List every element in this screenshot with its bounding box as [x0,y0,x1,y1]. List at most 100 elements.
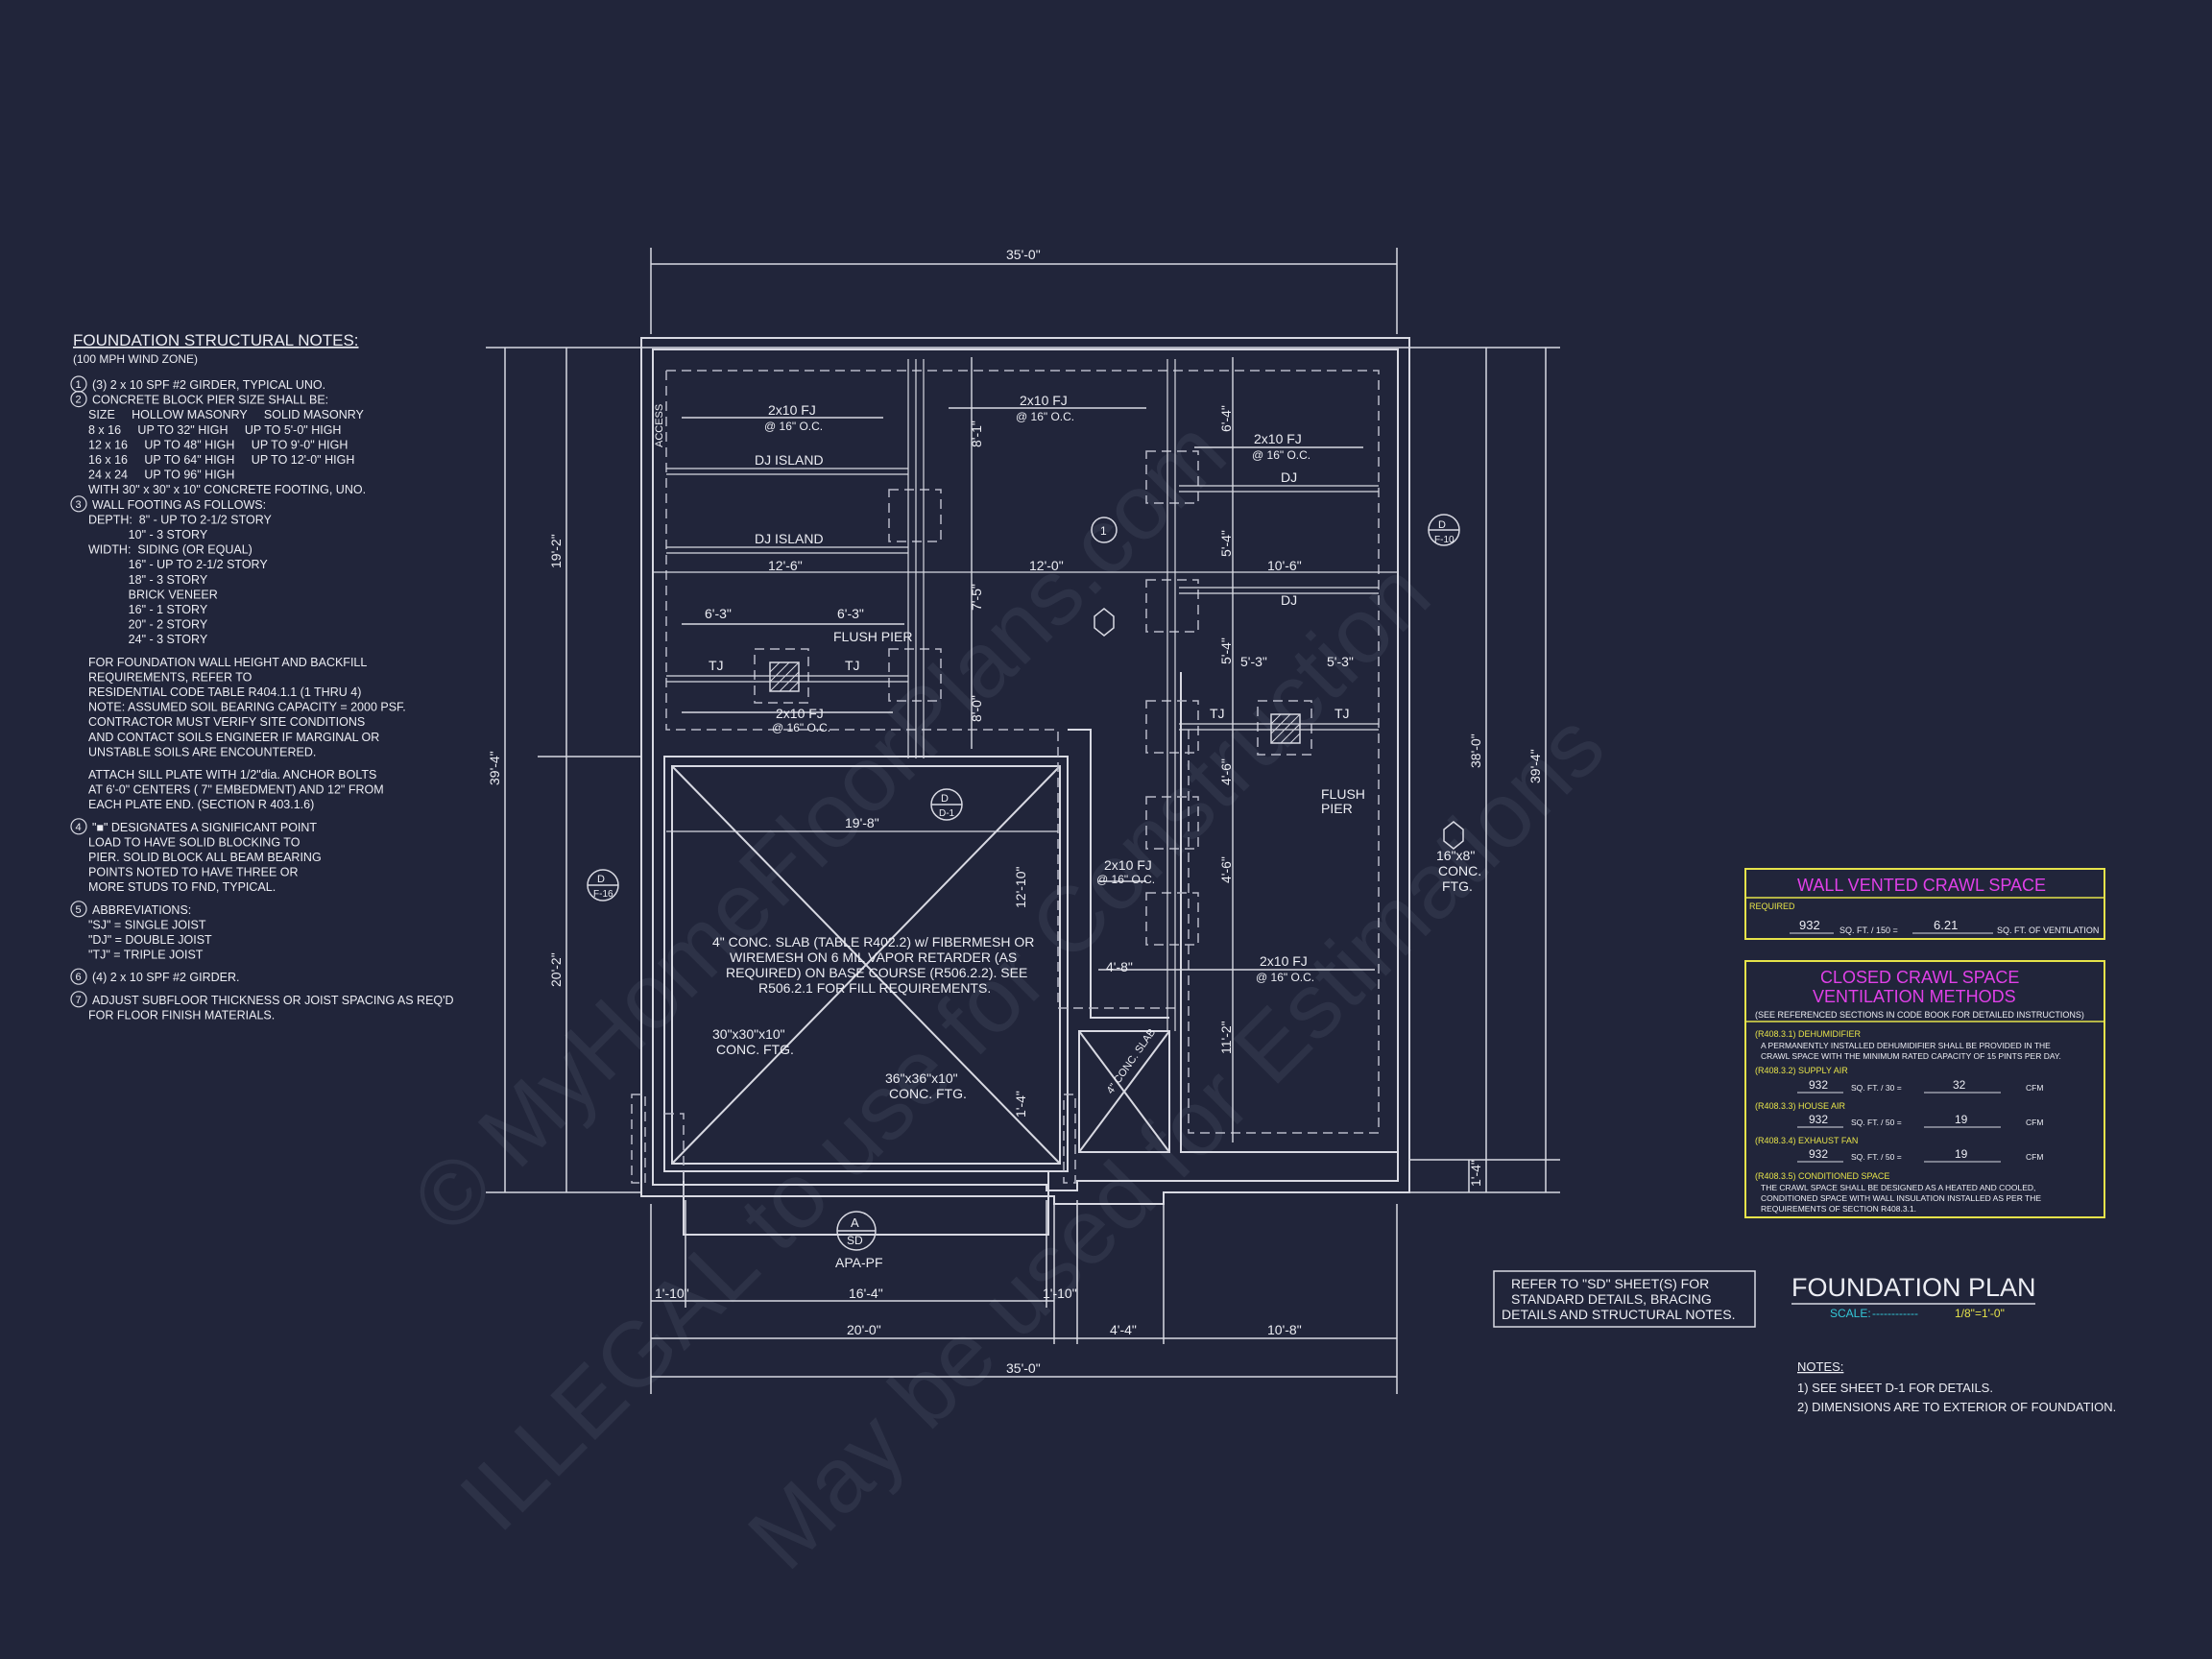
section-tag-sd: SD [847,1234,863,1247]
note-number: 4 [76,822,82,833]
flush-pier-label-2a: FLUSH [1321,786,1365,802]
note-line: 18" - 3 STORY [88,573,208,587]
note-line: "SJ" = SINGLE JOIST [88,918,206,931]
scale-dashes: ------------ [1872,1307,1918,1320]
house-air-sqft: 932 [1809,1113,1828,1126]
tj-label-1: TJ [709,658,724,673]
supply-air-label: SQ. FT. / 30 = [1851,1083,1902,1093]
notes-line-2: 2) DIMENSIONS ARE TO EXTERIOR OF FOUNDAT… [1797,1400,2116,1414]
dim-12-6: 12'-6" [768,558,803,573]
dim-6-4: 6'-4" [1218,405,1234,432]
house-air-value: 19 [1955,1113,1968,1126]
wall-vented-title: WALL VENTED CRAWL SPACE [1797,876,2046,895]
fj-label-5-oc: @ 16" O.C. [1096,873,1155,886]
refer-line-2: STANDARD DETAILS, BRACING [1511,1291,1712,1307]
dim-11-2: 11'-2" [1218,1021,1234,1054]
note-line: DEPTH: 8" - UP TO 2-1/2 STORY [88,513,273,526]
footing-16-b: CONC. [1438,863,1481,878]
fj-label-6-oc: @ 16" O.C. [1256,971,1314,984]
bottom-notes: NOTES: 1) SEE SHEET D-1 FOR DETAILS. 2) … [1797,1359,2116,1414]
slab-note-4: R506.2.1 FOR FILL REQUIREMENTS. [758,980,991,996]
dim-8-0: 8'-0" [969,695,984,722]
supply-air-sqft: 932 [1809,1078,1828,1092]
wall-vented-vent-label: SQ. FT. OF VENTILATION [1997,926,2099,935]
footing-36-a: 36"x36"x10" [885,1070,958,1086]
tag-1: 1 [1100,524,1107,538]
dim-right-38-0: 38'-0" [1468,733,1483,768]
note-line: WIDTH: SIDING (OR EQUAL) [88,543,252,557]
dim-4-6b: 4'-6" [1218,856,1234,883]
tj-label-4: TJ [1334,706,1350,721]
note-number-circle [70,991,87,1008]
fj-label-2-oc: @ 16" O.C. [1016,410,1074,423]
note-line: CONTRACTOR MUST VERIFY SITE CONDITIONS [88,715,365,729]
note-line: LOAD TO HAVE SOLID BLOCKING TO [88,835,301,849]
dim-top: 35'-0" [1006,247,1041,262]
conditioned-space-line-3: REQUIREMENTS OF SECTION R408.3.1. [1761,1204,1916,1214]
dim-6-3a: 6'-3" [705,606,732,621]
dim-left-19-2: 19'-2" [548,534,564,568]
conditioned-space-head: (R408.3.5) CONDITIONED SPACE [1755,1171,1889,1181]
note-line: (4) 2 x 10 SPF #2 GIRDER. [92,971,240,984]
dim-19-8: 19'-8" [845,815,879,830]
note-number-circle [70,495,87,513]
dim-5-3b: 5'-3" [1327,654,1354,669]
closed-crawl-space-box: CLOSED CRAWL SPACE VENTILATION METHODS (… [1744,960,2105,1218]
note-line: "TJ" = TRIPLE JOIST [88,949,204,962]
note-line: 24 x 24 UP TO 96" HIGH [88,469,234,482]
dim-4-8: 4'-8" [1106,959,1133,974]
note-line: 16" - 1 STORY [88,603,208,616]
note-number-circle [70,818,87,835]
note-number: 6 [76,972,82,983]
note-line: 10" - 3 STORY [88,528,208,541]
slab-note-2: WIREMESH ON 6 MIL VAPOR RETARDER (AS [730,950,1017,965]
dim-5-4b: 5'-4" [1218,637,1234,664]
note-line: RESIDENTIAL CODE TABLE R404.1.1 (1 THRU … [88,685,361,699]
note-line: SIZE HOLLOW MASONRY SOLID MASONRY [88,408,365,421]
dehumidifier-line-1: A PERMANENTLY INSTALLED DEHUMIDIFIER SHA… [1761,1041,2051,1050]
note-line: NOTE: ASSUMED SOIL BEARING CAPACITY = 20… [88,701,406,714]
note-number-circle [70,901,87,918]
exhaust-fan-cfm: CFM [2026,1152,2043,1162]
note-number: 1 [76,379,82,391]
dim-bottom-4-4: 4'-4" [1110,1322,1137,1337]
dim-7-5: 7'-5" [969,584,984,611]
flush-pier-hatch-1 [769,661,800,692]
wall-vented-crawl-space-box: WALL VENTED CRAWL SPACE REQUIRED 932 SQ.… [1744,868,2105,940]
note-line: (3) 2 x 10 SPF #2 GIRDER, TYPICAL UNO. [92,378,325,392]
flush-pier-label-1: FLUSH PIER [833,629,912,644]
wall-vented-required: REQUIRED [1749,902,1795,911]
dim-5-4a: 5'-4" [1218,530,1234,557]
note-line: 20" - 2 STORY [88,618,208,632]
note-line: ATTACH SILL PLATE WITH 1/2"dia. ANCHOR B… [88,768,376,781]
closed-crawl-title-2: VENTILATION METHODS [1813,987,2016,1006]
tag-d-f16-bot: F-16 [593,889,613,900]
dim-4-6a: 4'-6" [1218,758,1234,785]
watermark: © MyHomeFloorPlans.com ILLEGAL to use fo… [393,400,1623,1589]
fj-label-3-oc: @ 16" O.C. [1252,448,1310,462]
dj-island-2: DJ ISLAND [755,531,824,546]
dj-label-1: DJ [1281,469,1297,485]
dim-bottom-1-10a: 1'-10" [655,1286,689,1301]
note-line: AND CONTACT SOILS ENGINEER IF MARGINAL O… [88,731,379,744]
tag-d-mid-bot: D-1 [939,808,955,819]
dim-bottom-10-8: 10'-8" [1267,1322,1302,1337]
notes-head: NOTES: [1797,1359,1843,1374]
dj-island-1: DJ ISLAND [755,452,824,468]
fj-label-2: 2x10 FJ [1020,393,1068,408]
tj-label-2: TJ [845,658,860,673]
dim-right-1-4: 1'-4" [1468,1160,1483,1187]
exhaust-fan-sqft: 932 [1809,1147,1828,1161]
wall-vented-sqft: 932 [1799,918,1820,932]
fj-label-1-oc: @ 16" O.C. [764,420,823,433]
note-line: "DJ" = DOUBLE JOIST [88,933,212,947]
slab-note-3: REQUIRED) ON BASE COURSE (R506.2.2). SEE [726,965,1027,980]
foundation-plan-drawing: 35'-0" 2x10 FJ @ 16" O.C. 2x10 FJ @ 16" … [486,247,1560,1394]
dim-right-outer: 39'-4" [1527,749,1543,783]
access-label: ACCESS [654,404,665,447]
dj-label-2: DJ [1281,592,1297,608]
exhaust-fan-head: (R408.3.4) EXHAUST FAN [1755,1136,1858,1145]
dehumidifier-head: (R408.3.1) DEHUMIDIFIER [1755,1029,1862,1039]
note-line: AT 6'-0" CENTERS ( 7" EMBEDMENT) AND 12"… [88,783,384,797]
tag-d-mid-top: D [941,793,949,805]
